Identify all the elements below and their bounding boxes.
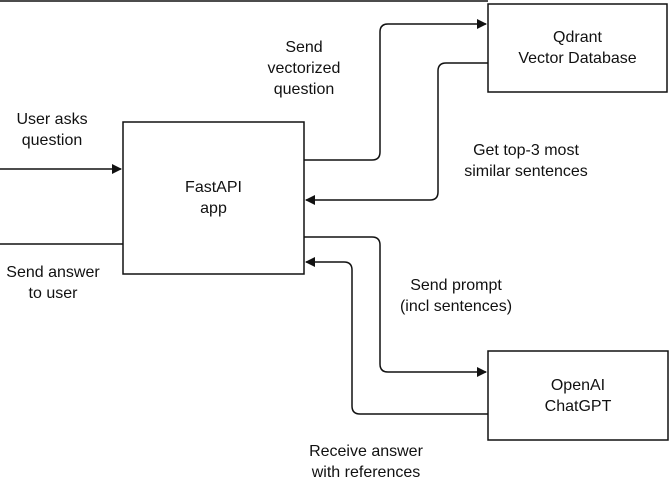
receive-answer-arrow <box>305 257 488 415</box>
send-vectorized-label: Send vectorized question <box>254 37 354 100</box>
qdrant-label-line2: Vector Database <box>518 50 637 67</box>
openai-label-line1: OpenAI <box>550 376 606 394</box>
send-vectorized-line3: question <box>273 81 335 98</box>
get-top3-line2: similar sentences <box>464 163 588 180</box>
send-prompt-line2: (incl sentences) <box>399 298 513 315</box>
user-asks-line2: question <box>21 132 83 149</box>
fastapi-label: FastAPI app <box>123 122 304 274</box>
user-asks-line1: User asks <box>16 111 88 128</box>
openai-box <box>487 350 669 441</box>
fastapi-label-line2: app <box>200 200 227 217</box>
send-prompt-line1: Send prompt <box>410 277 502 294</box>
send-vectorized-line2: vectorized <box>267 60 341 77</box>
receive-answer-line2: with references <box>311 464 421 481</box>
get-top3-arrow <box>305 62 488 205</box>
qdrant-box <box>487 3 668 93</box>
send-answer-label: Send answer to user <box>0 262 106 304</box>
send-answer-line1: Send answer <box>6 264 100 281</box>
get-top3-line1: Get top-3 most <box>473 142 579 159</box>
send-prompt-label: Send prompt (incl sentences) <box>388 275 524 317</box>
get-top3-label: Get top-3 most similar sentences <box>452 140 600 182</box>
send-answer-line2: to user <box>28 285 78 302</box>
qdrant-label: Qdrant Vector Database <box>488 4 667 92</box>
fastapi-box <box>122 121 305 275</box>
send-prompt-arrow <box>304 236 487 377</box>
send-vectorized-arrow <box>304 19 487 161</box>
receive-answer-label: Receive answer with references <box>296 441 436 483</box>
user-asks-label: User asks question <box>2 109 102 151</box>
openai-label-line2: ChatGPT <box>544 397 612 415</box>
openai-label: OpenAI ChatGPT <box>488 351 668 440</box>
receive-answer-line1: Receive answer <box>309 443 423 460</box>
fastapi-label-line1: FastAPI <box>185 179 242 196</box>
send-vectorized-line1: Send <box>285 39 323 56</box>
qdrant-label-line1: Qdrant <box>553 29 602 46</box>
